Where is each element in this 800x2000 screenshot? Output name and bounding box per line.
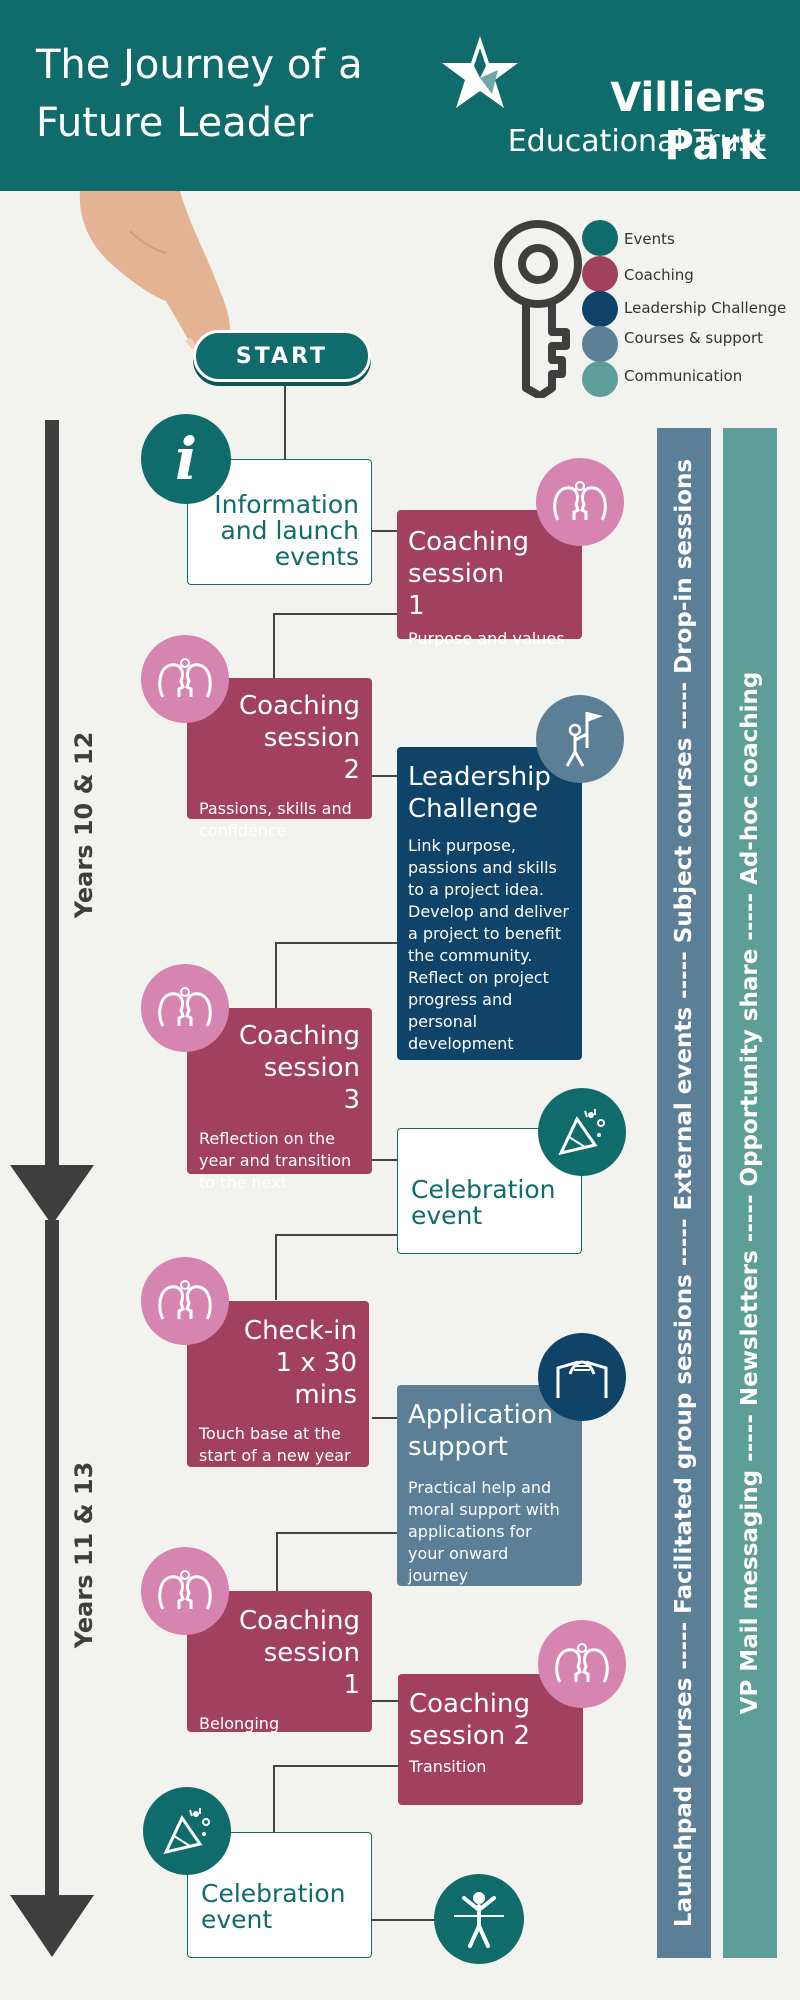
coaching-session-3-subtitle: Reflection on the year and transition to… bbox=[199, 1129, 352, 1192]
coaching-session-2-y2-title: Coaching session 2 bbox=[409, 1689, 531, 1751]
timeline-bar-1 bbox=[45, 420, 59, 1170]
legend-label-communication: Communication bbox=[624, 367, 743, 385]
info-icon: i bbox=[141, 414, 231, 504]
coaching-session-1-y2-title: Coaching session 1 bbox=[239, 1606, 360, 1700]
header-banner bbox=[0, 0, 800, 191]
connector bbox=[372, 775, 398, 777]
connector bbox=[372, 1700, 398, 1702]
logo-subtitle: Educational Trust bbox=[507, 124, 766, 159]
connector bbox=[284, 384, 286, 460]
connector bbox=[273, 613, 275, 679]
legend-dot-coaching bbox=[582, 256, 618, 292]
years-11-13-label: Years 11 & 13 bbox=[70, 1461, 98, 1649]
connector bbox=[273, 1765, 398, 1767]
page-title: The Journey of a Future Leader bbox=[36, 36, 416, 152]
coaching-heads-icon bbox=[538, 1620, 626, 1708]
connector bbox=[273, 1765, 275, 1833]
coaching-session-2-y2-subtitle: Transition bbox=[409, 1757, 487, 1776]
coaching-heads-icon bbox=[141, 1257, 229, 1345]
celebration-event-1-box: Celebration event bbox=[397, 1128, 582, 1254]
coaching-session-3-box: Coaching session 3 Reflection on the yea… bbox=[187, 1008, 372, 1192]
celebration-event-2-label: Celebration event bbox=[201, 1879, 346, 1934]
legend-dot-events bbox=[582, 220, 618, 256]
start-button-label: START bbox=[235, 343, 329, 369]
leadership-challenge-box: Leadership Challenge Link purpose, passi… bbox=[397, 747, 582, 1060]
info-launch-events-label: Information and launch events bbox=[214, 490, 359, 571]
helping-hands-icon bbox=[538, 1333, 626, 1421]
connector bbox=[275, 942, 277, 1008]
title-line-2: Future Leader bbox=[36, 100, 314, 146]
communication-bar-text: VP Mail messaging ----- Newsletters ----… bbox=[737, 671, 763, 1715]
connector bbox=[372, 1919, 436, 1921]
celebration-event-1-label: Celebration event bbox=[411, 1175, 556, 1230]
application-support-description: Practical help and moral support with ap… bbox=[408, 1478, 560, 1585]
party-popper-icon bbox=[143, 1787, 231, 1875]
legend-label-events: Events bbox=[624, 230, 675, 248]
application-support-title: Application support bbox=[408, 1400, 554, 1462]
years-10-12-label: Years 10 & 12 bbox=[70, 731, 98, 919]
party-popper-icon bbox=[538, 1088, 626, 1176]
legend-label-leadership: Leadership Challenge bbox=[624, 299, 787, 317]
coaching-session-3-title: Coaching session 3 bbox=[239, 1021, 360, 1115]
application-support-box: Application support Practical help and m… bbox=[397, 1385, 582, 1586]
legend-label-coaching: Coaching bbox=[624, 266, 694, 284]
courses-support-bar-text: Launchpad courses ----- Facilitated grou… bbox=[671, 458, 697, 1928]
connector bbox=[275, 942, 398, 944]
coaching-session-1-y2-subtitle: Belonging bbox=[199, 1714, 280, 1733]
coaching-heads-icon bbox=[141, 1547, 229, 1635]
key-icon bbox=[494, 220, 582, 398]
connector bbox=[275, 1234, 398, 1236]
courses-support-bar bbox=[657, 428, 711, 1958]
leadership-challenge-description: Link purpose, passions and skills to a p… bbox=[408, 836, 569, 1053]
coaching-heads-icon bbox=[536, 458, 624, 546]
connector bbox=[276, 1532, 278, 1592]
check-in-title: Check-in 1 x 30 mins bbox=[243, 1316, 357, 1410]
connector bbox=[372, 530, 398, 532]
communication-bar bbox=[723, 428, 777, 1958]
finish-line-runner-icon bbox=[434, 1874, 524, 1964]
connector bbox=[372, 1159, 398, 1161]
logo-name: Villiers Park bbox=[610, 75, 766, 169]
connector bbox=[276, 1532, 398, 1534]
connector bbox=[273, 613, 398, 615]
title-line-1: The Journey of a bbox=[36, 42, 363, 88]
connector bbox=[275, 1234, 277, 1300]
coaching-session-2-title: Coaching session 2 bbox=[239, 691, 360, 785]
star-logo-icon bbox=[442, 36, 518, 108]
check-in-subtitle: Touch base at the start of a new year bbox=[199, 1424, 351, 1465]
legend-dot-communication bbox=[582, 361, 618, 397]
coaching-session-2-y2-box: Coaching session 2 Transition bbox=[398, 1674, 583, 1805]
coaching-heads-icon bbox=[141, 964, 229, 1052]
legend-dot-courses bbox=[582, 326, 618, 362]
timeline-arrowhead-1 bbox=[10, 1165, 94, 1225]
start-button[interactable]: START bbox=[193, 330, 371, 382]
coaching-session-1-subtitle: Purpose and values bbox=[408, 629, 565, 648]
coaching-session-2-subtitle: Passions, skills and confidence bbox=[199, 799, 352, 840]
legend-label-courses: Courses & support bbox=[624, 329, 764, 347]
info-launch-events-box: Information and launch events bbox=[187, 459, 372, 585]
legend-dot-leadership bbox=[582, 291, 618, 327]
coaching-heads-icon bbox=[141, 635, 229, 723]
flag-climber-icon bbox=[536, 695, 624, 783]
coaching-session-1-title: Coaching session 1 bbox=[408, 527, 529, 621]
timeline-arrowhead-2 bbox=[10, 1895, 94, 1957]
leadership-challenge-title: Leadership Challenge bbox=[408, 762, 551, 824]
connector bbox=[372, 1417, 398, 1419]
coaching-session-1-y2-box: Coaching session 1 Belonging bbox=[187, 1591, 372, 1733]
timeline-bar-2 bbox=[45, 1220, 59, 1900]
